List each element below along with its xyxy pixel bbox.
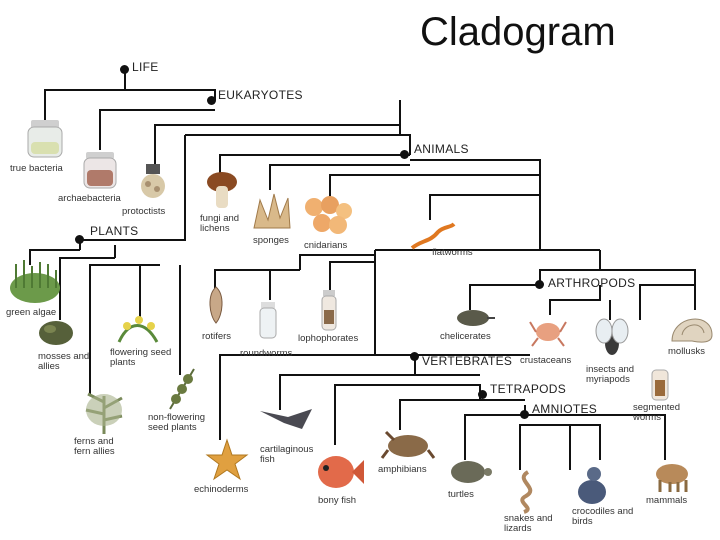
- label-flatworms: flatworms: [432, 247, 473, 258]
- label-mosses-and-allies: mosses and allies: [38, 351, 90, 372]
- horseshoe-crab-icon: [455, 308, 495, 328]
- protoctist-icon: [138, 162, 168, 202]
- label-crocodiles-and-birds: crocodiles and birds: [572, 506, 634, 527]
- crab-icon: [528, 312, 568, 348]
- label-crustaceans: crustaceans: [520, 355, 572, 366]
- branch-plants: [29, 240, 181, 395]
- label-non-flowering-seed-plants: non-flowering seed plants: [148, 412, 206, 433]
- node-plants: [75, 235, 84, 244]
- node-vertebrates: [410, 352, 419, 361]
- conifer-icon: [164, 365, 200, 411]
- flatworm-icon: [410, 222, 456, 252]
- label-archaebacteria: archaebacteria: [58, 193, 121, 204]
- label-true-bacteria: true bacteria: [10, 163, 63, 174]
- label-amphibians: amphibians: [378, 464, 427, 475]
- label-rotifers: rotifers: [202, 331, 232, 342]
- clade-label-animals: ANIMALS: [414, 142, 469, 156]
- clade-label-tetrapods: TETRAPODS: [490, 382, 567, 396]
- branch-plants-animals: [80, 134, 411, 241]
- label-protoctists: protoctists: [122, 206, 166, 217]
- clade-label-amniotes: AMNIOTES: [532, 402, 598, 416]
- branch-animals-rest: [375, 195, 600, 251]
- mushroom-icon: [205, 170, 239, 210]
- label-mammals: mammals: [646, 495, 688, 506]
- label-segmented-worms: segmented worms: [633, 402, 681, 423]
- flowering-plant-icon: [115, 312, 161, 346]
- cnidarian-icon: [302, 195, 354, 237]
- node-arthropods: [535, 280, 544, 289]
- clade-label-life: LIFE: [132, 60, 159, 74]
- node-amniotes: [520, 410, 529, 419]
- label-flowering-seed-plants: flowering seed plants: [110, 347, 172, 368]
- label-bony-fish: bony fish: [318, 495, 357, 506]
- branch-protostomes-a: [214, 254, 375, 300]
- starfish-icon: [205, 438, 249, 482]
- archaebacteria-jar-icon: [82, 150, 118, 190]
- sponge-icon: [250, 190, 294, 234]
- label-echinoderms: echinoderms: [194, 484, 249, 495]
- moss-icon: [38, 315, 74, 345]
- lophophorate-vial-icon: [320, 288, 338, 332]
- label-cartilaginous-fish: cartilaginous fish: [260, 444, 314, 465]
- branch-deuterostomes: [219, 250, 530, 440]
- label-fungi-and-lichens: fungi and lichens: [200, 213, 240, 234]
- label-insects-and-myriapods: insects and myriapods: [586, 364, 635, 385]
- segmented-worm-icon: [650, 368, 670, 402]
- label-roundworms: roundworms: [240, 348, 293, 359]
- label-cnidarians: cnidarians: [304, 240, 348, 251]
- true-bacteria-jar-icon: [25, 118, 65, 160]
- slide-title: Cladogram: [420, 10, 616, 54]
- branch-arthropods-sub: [549, 285, 611, 320]
- label-lophophorates: lophophorates: [298, 333, 359, 344]
- label-turtles: turtles: [448, 489, 474, 500]
- node-animals: [400, 150, 409, 159]
- snake-icon: [512, 468, 542, 514]
- clade-label-arthropods: ARTHROPODS: [548, 276, 636, 290]
- label-green-algae: green algae: [6, 307, 57, 318]
- mollusk-shell-icon: [668, 305, 716, 345]
- insect-icon: [592, 315, 632, 359]
- label-mollusks: mollusks: [668, 346, 705, 357]
- branch-life: [44, 70, 216, 130]
- green-algae-icon: [8, 258, 62, 304]
- rotifer-icon: [205, 285, 227, 325]
- clade-label-vertebrates: VERTEBRATES: [422, 354, 513, 368]
- branch-tetrapods: [399, 395, 525, 430]
- fern-icon: [80, 388, 128, 436]
- label-snakes-and-lizards: snakes and lizards: [504, 513, 553, 534]
- branch-flatworms: [429, 175, 541, 220]
- node-tetrapods: [478, 390, 487, 399]
- shark-ray-icon: [258, 405, 314, 433]
- label-sponges: sponges: [253, 235, 289, 246]
- clade-label-eukaryotes: EUKARYOTES: [218, 88, 303, 102]
- label-ferns-and-fern-allies: ferns and fern allies: [74, 436, 115, 457]
- roundworm-vial-icon: [258, 300, 278, 340]
- clade-label-plants: PLANTS: [90, 224, 139, 238]
- node-eukaryotes: [207, 96, 216, 105]
- bony-fish-icon: [314, 452, 364, 492]
- turtle-icon: [448, 458, 492, 486]
- frog-icon: [380, 428, 436, 460]
- node-life: [120, 65, 129, 74]
- bird-icon: [572, 462, 612, 508]
- label-chelicerates: chelicerates: [440, 331, 491, 342]
- branch-arthropods: [469, 250, 696, 320]
- mammal-icon: [650, 458, 696, 494]
